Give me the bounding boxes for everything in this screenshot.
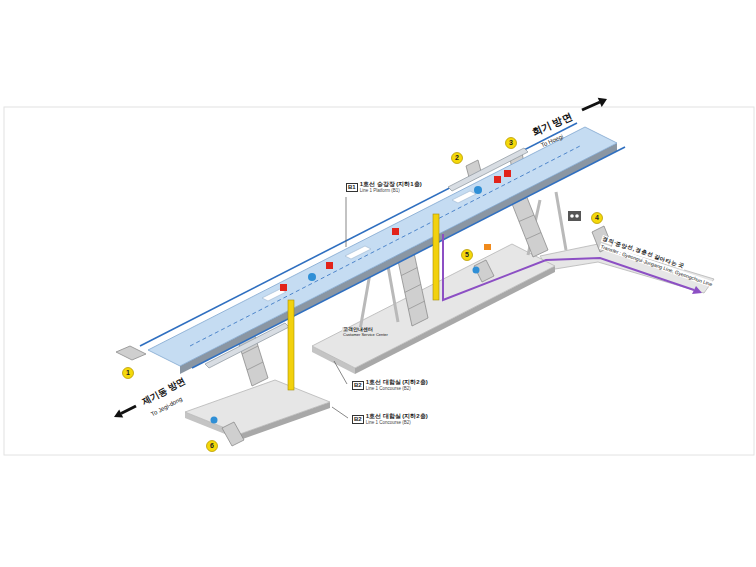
exit-circle-shape bbox=[592, 213, 603, 224]
level-text: 1호선 대합실 (지하2층)Line 1 Concourse (B2) bbox=[366, 413, 428, 426]
stair-opening bbox=[452, 191, 476, 203]
level-text: 1호선 대합실 (지하2층)Line 1 Concourse (B2) bbox=[366, 379, 428, 392]
level-name: 1호선 승강장 (지하1층) bbox=[360, 181, 422, 188]
direction-arrowhead bbox=[598, 98, 607, 107]
track bbox=[140, 123, 577, 346]
track bbox=[192, 147, 625, 368]
exit-circle-shape bbox=[506, 138, 517, 149]
restroom-icon bbox=[570, 214, 574, 218]
level-badge: B2 bbox=[352, 381, 364, 390]
facility-label-en: Customer Service Center bbox=[342, 333, 389, 338]
safety-icon bbox=[494, 176, 501, 183]
direction-arrowhead bbox=[114, 409, 123, 417]
exit-stair bbox=[116, 346, 146, 360]
leader-line bbox=[346, 197, 347, 247]
exit-circle: 2 bbox=[451, 152, 463, 164]
info-icon bbox=[473, 267, 480, 274]
info-icon bbox=[211, 417, 218, 424]
platform-edge-line bbox=[190, 146, 580, 346]
exit-number: 2 bbox=[451, 152, 463, 164]
exit-circle: 5 bbox=[461, 249, 473, 261]
safety-icon bbox=[326, 262, 333, 269]
elevator bbox=[288, 300, 294, 390]
exit-circle: 4 bbox=[591, 212, 603, 224]
train bbox=[205, 323, 289, 368]
exit-circle-shape bbox=[207, 441, 218, 452]
level-text: 1호선 승강장 (지하1층)Line 1 Platform (B1) bbox=[360, 181, 422, 194]
exit-number: 3 bbox=[505, 137, 517, 149]
stair-steps bbox=[512, 198, 541, 240]
service-icon bbox=[484, 244, 491, 250]
exit-circle: 1 bbox=[122, 367, 134, 379]
restroom-icon bbox=[575, 214, 579, 218]
level-name: 1호선 대합실 (지하2층) bbox=[366, 379, 428, 386]
exit-circle-shape bbox=[462, 250, 473, 261]
level-name-en: Line 1 Concourse (B2) bbox=[366, 386, 428, 392]
restroom-icon bbox=[568, 211, 581, 221]
exit-circle: 6 bbox=[206, 440, 218, 452]
platform-side bbox=[180, 143, 617, 374]
level-tag: B21호선 대합실 (지하2층)Line 1 Concourse (B2) bbox=[350, 378, 430, 393]
facility-label: 고객안내센터 bbox=[342, 327, 374, 332]
level-badge: B2 bbox=[352, 415, 364, 424]
transfer-corridor bbox=[540, 244, 714, 293]
leader-line bbox=[334, 361, 347, 384]
level-name: 1호선 대합실 (지하2층) bbox=[366, 413, 428, 420]
direction-arrow bbox=[582, 102, 600, 110]
elevator bbox=[433, 214, 439, 300]
exit-circle-shape bbox=[123, 368, 134, 379]
stair-opening bbox=[345, 246, 371, 259]
exit-number: 6 bbox=[206, 440, 218, 452]
exit-circle-shape bbox=[452, 153, 463, 164]
safety-icon bbox=[280, 284, 287, 291]
concourse-floor bbox=[185, 380, 330, 434]
direction-arrow bbox=[121, 406, 136, 414]
exit-number: 4 bbox=[591, 212, 603, 224]
level-tag: B11호선 승강장 (지하1층)Line 1 Platform (B1) bbox=[344, 180, 424, 195]
exit-number: 1 bbox=[122, 367, 134, 379]
info-icon bbox=[308, 273, 316, 281]
level-badge: B1 bbox=[346, 183, 358, 192]
transfer-arrowhead bbox=[692, 286, 702, 294]
frame bbox=[4, 107, 754, 455]
exit-number: 5 bbox=[461, 249, 473, 261]
level-name-en: Line 1 Concourse (B2) bbox=[366, 420, 428, 426]
level-tag: B21호선 대합실 (지하2층)Line 1 Concourse (B2) bbox=[350, 412, 430, 427]
info-icon bbox=[474, 186, 482, 194]
level-name-en: Line 1 Platform (B1) bbox=[360, 188, 422, 194]
direction-label: 회기 방면 bbox=[530, 111, 574, 139]
platform-floor bbox=[148, 127, 617, 366]
safety-icon bbox=[392, 228, 399, 235]
exit-stair bbox=[222, 422, 244, 446]
safety-icon bbox=[504, 170, 511, 177]
exit-circle: 3 bbox=[505, 137, 517, 149]
train bbox=[448, 148, 528, 191]
leader-line bbox=[332, 407, 348, 418]
